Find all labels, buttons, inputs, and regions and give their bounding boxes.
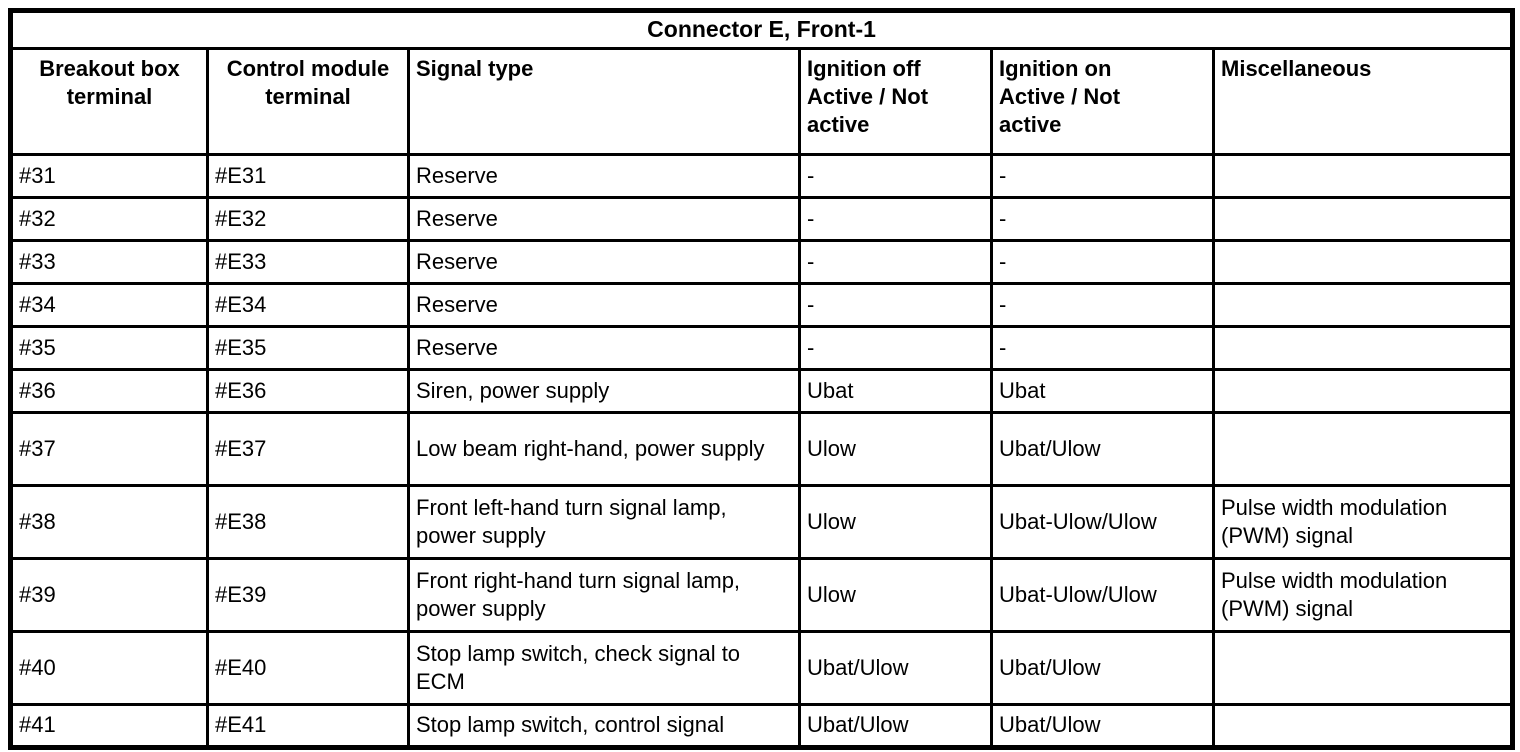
cell-miscellaneous [1211,196,1515,242]
column-header-miscellaneous: Miscellaneous [1211,47,1515,156]
cell-module-terminal: #E34 [206,282,410,328]
cell-ignition-off: - [798,325,993,371]
cell-module-terminal: #E40 [206,630,410,706]
cell-module-terminal: #E31 [206,153,410,199]
cell-breakout-terminal: #31 [9,153,209,199]
cell-ignition-off: - [798,282,993,328]
table-row: #36 #E36 Siren, power supply Ubat Ubat [9,368,1515,414]
cell-miscellaneous: Pulse width modulation (PWM) signal [1211,484,1515,560]
cell-signal-type: Low beam right-hand, power supply [407,411,801,487]
cell-ignition-on: Ubat/Ulow [990,411,1215,487]
cell-breakout-terminal: #37 [9,411,209,487]
cell-breakout-terminal: #36 [9,368,209,414]
cell-ignition-on: Ubat-Ulow/Ulow [990,557,1215,633]
cell-ignition-on: Ubat-Ulow/Ulow [990,484,1215,560]
cell-ignition-off: Ulow [798,411,993,487]
cell-signal-type: Reserve [407,153,801,199]
cell-ignition-off: Ulow [798,557,993,633]
cell-ignition-on: - [990,282,1215,328]
cell-miscellaneous [1211,325,1515,371]
table-title-row: Connector E, Front-1 [8,9,1515,50]
cell-miscellaneous: Pulse width modulation (PWM) signal [1211,557,1515,633]
table-row: #41 #E41 Stop lamp switch, control signa… [9,703,1515,749]
cell-miscellaneous [1211,411,1515,487]
cell-ignition-on: Ubat/Ulow [990,703,1215,749]
cell-signal-type: Stop lamp switch, check signal to ECM [407,630,801,706]
cell-module-terminal: #E32 [206,196,410,242]
cell-ignition-on: - [990,196,1215,242]
table-row: #40 #E40 Stop lamp switch, check signal … [9,630,1515,706]
cell-signal-type: Front right-hand turn signal lamp, power… [407,557,801,633]
table-row: #33 #E33 Reserve - - [9,239,1515,285]
cell-miscellaneous [1211,703,1515,749]
table-row: #37 #E37 Low beam right-hand, power supp… [9,411,1515,487]
cell-ignition-on: - [990,153,1215,199]
cell-signal-type: Reserve [407,196,801,242]
cell-ignition-off: Ubat/Ulow [798,703,993,749]
cell-miscellaneous [1211,153,1515,199]
table-header-row: Breakout box terminal Control module ter… [9,47,1515,156]
cell-breakout-terminal: #32 [9,196,209,242]
cell-ignition-on: - [990,325,1215,371]
cell-ignition-off: - [798,196,993,242]
table-row: #38 #E38 Front left-hand turn signal lam… [9,484,1515,560]
cell-signal-type: Reserve [407,325,801,371]
table-row: #34 #E34 Reserve - - [9,282,1515,328]
cell-ignition-off: Ulow [798,484,993,560]
column-header-ignition-off: Ignition off Active / Not active [798,47,993,156]
cell-breakout-terminal: #35 [9,325,209,371]
table-row: #39 #E39 Front right-hand turn signal la… [9,557,1515,633]
cell-ignition-on: Ubat/Ulow [990,630,1215,706]
cell-signal-type: Reserve [407,239,801,285]
cell-miscellaneous [1211,368,1515,414]
cell-ignition-off: Ubat [798,368,993,414]
cell-miscellaneous [1211,239,1515,285]
cell-miscellaneous [1211,282,1515,328]
column-header-ignition-on: Ignition on Active / Not active [990,47,1215,156]
cell-ignition-off: - [798,153,993,199]
cell-miscellaneous [1211,630,1515,706]
cell-ignition-on: Ubat [990,368,1215,414]
column-header-control-module-terminal: Control module terminal [206,47,410,156]
cell-module-terminal: #E38 [206,484,410,560]
cell-breakout-terminal: #38 [9,484,209,560]
cell-module-terminal: #E41 [206,703,410,749]
cell-module-terminal: #E37 [206,411,410,487]
table-title: Connector E, Front-1 [8,9,1515,50]
column-header-breakout-box-terminal: Breakout box terminal [9,47,209,156]
table-row: #31 #E31 Reserve - - [9,153,1515,199]
connector-pinout-table: Connector E, Front-1 Breakout box termin… [8,8,1516,750]
cell-signal-type: Front left-hand turn signal lamp, power … [407,484,801,560]
cell-module-terminal: #E39 [206,557,410,633]
cell-breakout-terminal: #41 [9,703,209,749]
cell-breakout-terminal: #39 [9,557,209,633]
cell-module-terminal: #E33 [206,239,410,285]
cell-ignition-off: - [798,239,993,285]
cell-module-terminal: #E35 [206,325,410,371]
cell-signal-type: Siren, power supply [407,368,801,414]
table-row: #35 #E35 Reserve - - [9,325,1515,371]
cell-ignition-on: - [990,239,1215,285]
cell-breakout-terminal: #33 [9,239,209,285]
cell-signal-type: Reserve [407,282,801,328]
cell-ignition-off: Ubat/Ulow [798,630,993,706]
cell-module-terminal: #E36 [206,368,410,414]
table-row: #32 #E32 Reserve - - [9,196,1515,242]
cell-breakout-terminal: #34 [9,282,209,328]
cell-breakout-terminal: #40 [9,630,209,706]
column-header-signal-type: Signal type [407,47,801,156]
cell-signal-type: Stop lamp switch, control signal [407,703,801,749]
